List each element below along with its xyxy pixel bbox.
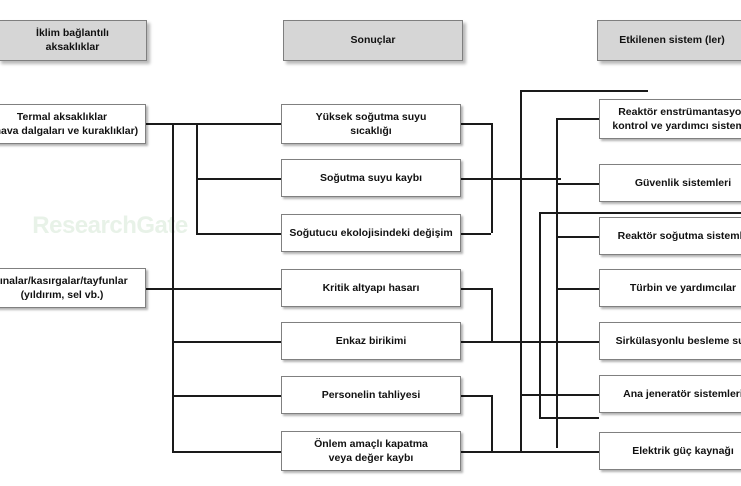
node-mid-4-line1: Kritik altyapı hasarı <box>322 281 420 294</box>
node-left-thermal-line1: Termal aksaklıklar <box>16 110 108 123</box>
connector-mid-6-drop <box>491 395 493 451</box>
column-header-climate: İklim bağlantılı aksaklıklar <box>0 20 147 61</box>
column-header-systems: Etkilenen sistem (ler) <box>597 20 741 61</box>
connector-mid-7-out <box>461 451 491 453</box>
connector-mid-5-out <box>461 341 491 343</box>
connector-mid-4-out <box>461 288 491 290</box>
connector-to-mid-7 <box>172 451 282 453</box>
node-right-2-line1: Güvenlik sistemleri <box>634 176 732 189</box>
node-mid-personnel-evac[interactable]: Personelin tahliyesi <box>281 376 461 414</box>
node-right-reactor-instrumentation[interactable]: Reaktör enstrümantasyon kontrol ve yardı… <box>599 99 741 139</box>
column-header-climate-label: İklim bağlantılı aksaklıklar <box>36 26 109 53</box>
node-left-thermal-line2: k hava dalgaları ve kuraklıklar) <box>0 125 139 137</box>
node-right-1-line2: kontrol ve yardımcı sistemle <box>612 120 741 132</box>
node-mid-debris[interactable]: Enkaz birikimi <box>281 322 461 360</box>
connector-left-thermal-out <box>146 123 196 125</box>
connector-left-main-trunk <box>172 123 174 451</box>
node-right-reactor-cooling[interactable]: Reaktör soğutma sistemle <box>599 217 741 255</box>
connector-right-trunk-inner <box>556 118 558 448</box>
watermark: ResearchGate <box>32 212 188 239</box>
node-right-circulating-feedwater[interactable]: Sirkülasyonlu besleme suy <box>599 322 741 360</box>
connector-to-right-6 <box>520 394 599 396</box>
node-mid-cooling-water-loss[interactable]: Soğutma suyu kaybı <box>281 159 461 197</box>
node-right-6-line1: Ana jeneratör sistemleri <box>623 387 741 400</box>
node-right-turbine[interactable]: Türbin ve yardımcılar <box>599 269 741 307</box>
node-right-4-line1: Türbin ve yardımcılar <box>629 281 737 294</box>
connector-mid-4-drop <box>491 288 493 341</box>
node-left-storms-line2: (yıldırım, sel vb.) <box>20 289 104 301</box>
connector-to-mid-3 <box>196 233 282 235</box>
connector-right-trunk-middle-bottom <box>539 417 599 419</box>
connector-right-trunk-middle <box>539 212 541 417</box>
connector-to-right-3 <box>556 236 599 238</box>
connector-mid-3-out <box>461 233 491 235</box>
connector-left-storms-out <box>146 288 282 290</box>
node-mid-critical-infra[interactable]: Kritik altyapı hasarı <box>281 269 461 307</box>
node-left-storms[interactable]: tınalar/kasırgalar/tayfunlar (yıldırım, … <box>0 268 146 308</box>
node-mid-high-cooling-temp[interactable]: Yüksek soğutma suyu sıcaklığı <box>281 104 461 144</box>
node-left-thermal[interactable]: Termal aksaklıklar k hava dalgaları ve k… <box>0 104 146 144</box>
node-right-safety-systems[interactable]: Güvenlik sistemleri <box>599 164 741 202</box>
node-right-5-line1: Sirkülasyonlu besleme suy <box>615 334 741 347</box>
connector-to-mid-1 <box>196 123 282 125</box>
connector-right-trunk-middle-top <box>539 212 741 214</box>
connector-to-mid-6 <box>172 395 282 397</box>
node-mid-1-line2: sıcaklığı <box>350 125 392 137</box>
connector-mid-1-drop <box>491 123 493 178</box>
column-header-systems-label: Etkilenen sistem (ler) <box>619 33 725 46</box>
node-mid-5-line1: Enkaz birikimi <box>335 334 407 347</box>
connector-mid-3-riser <box>491 178 493 233</box>
node-right-main-generator[interactable]: Ana jeneratör sistemleri <box>599 375 741 413</box>
connector-mid-1-out <box>461 123 491 125</box>
node-mid-7-line2: veya değer kaybı <box>328 452 414 464</box>
node-mid-2-line1: Soğutma suyu kaybı <box>319 171 423 184</box>
connector-to-right-5 <box>556 341 599 343</box>
connector-mid-6-out <box>461 395 491 397</box>
node-mid-coolant-ecology[interactable]: Soğutucu ekolojisindeki değişim <box>281 214 461 252</box>
node-right-electric-power[interactable]: Elektrik güç kaynağı <box>599 432 741 470</box>
connector-bus-upper <box>461 178 561 180</box>
connector-to-right-2 <box>556 183 599 185</box>
connector-right-trunk-outer <box>520 90 522 452</box>
connector-bus-middle <box>491 341 561 343</box>
node-left-storms-line1: tınalar/kasırgalar/tayfunlar <box>0 274 128 287</box>
connector-to-right-4 <box>556 288 599 290</box>
node-right-1-line1: Reaktör enstrümantasyon <box>618 105 741 118</box>
connector-to-right-7 <box>520 451 599 453</box>
node-mid-7-line1: Önlem amaçlı kapatma <box>314 437 428 450</box>
node-mid-3-line1: Soğutucu ekolojisindeki değişim <box>289 226 453 239</box>
connector-bus-lower <box>491 451 531 453</box>
node-right-7-line1: Elektrik güç kaynağı <box>632 444 734 457</box>
connector-to-mid-2 <box>196 178 282 180</box>
connector-to-right-1 <box>556 118 599 120</box>
node-mid-1-line1: Yüksek soğutma suyu <box>315 110 427 123</box>
column-header-consequences: Sonuçlar <box>283 20 463 61</box>
node-mid-precautionary-shutdown[interactable]: Önlem amaçlı kapatma veya değer kaybı <box>281 431 461 471</box>
node-right-3-line1: Reaktör soğutma sistemle <box>617 229 741 242</box>
connector-right-trunk-outer-top <box>520 90 648 92</box>
column-header-consequences-label: Sonuçlar <box>350 33 396 46</box>
connector-to-mid-5 <box>172 341 282 343</box>
node-mid-6-line1: Personelin tahliyesi <box>321 388 421 401</box>
